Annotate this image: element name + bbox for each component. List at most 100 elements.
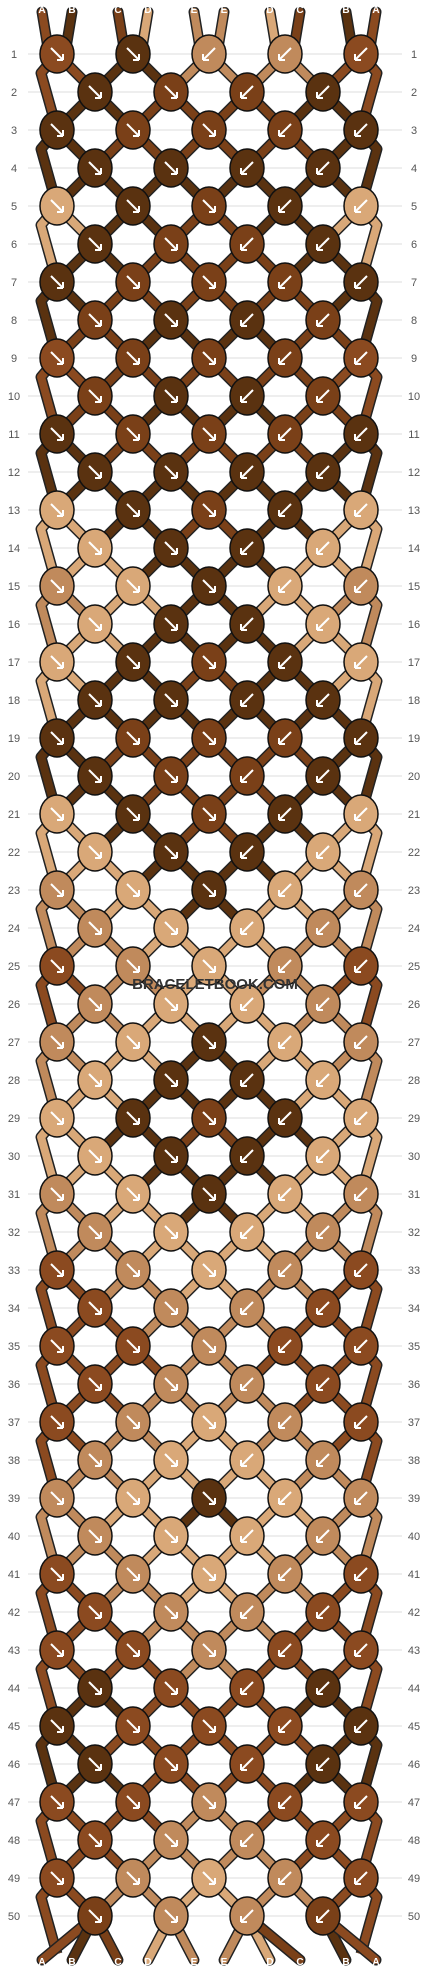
arrow-head xyxy=(171,548,178,555)
row-number-right: 25 xyxy=(408,961,420,973)
knot xyxy=(229,376,265,416)
arrow-head xyxy=(95,320,102,327)
arrow-down-left-icon xyxy=(279,1719,292,1732)
knot xyxy=(153,908,189,948)
knot xyxy=(39,186,75,226)
row-number-left: 22 xyxy=(8,847,20,859)
knot xyxy=(343,1630,379,1670)
row-number-left: 18 xyxy=(8,695,20,707)
arrow-head xyxy=(240,928,247,935)
arrow-head xyxy=(133,1726,140,1733)
row-number-left: 30 xyxy=(8,1151,20,1163)
arrow-head xyxy=(133,206,140,213)
knot xyxy=(343,1250,379,1290)
arrow-down-right-icon xyxy=(164,465,177,478)
arrow-down-right-icon xyxy=(202,275,215,288)
knot xyxy=(305,528,341,568)
arrow-down-right-icon xyxy=(88,465,101,478)
arrow-down-right-icon xyxy=(50,1491,63,1504)
row-number-left: 12 xyxy=(8,467,20,479)
row-number-left: 40 xyxy=(8,1531,20,1543)
knot xyxy=(39,1098,75,1138)
row-number-right: 32 xyxy=(408,1227,420,1239)
knot xyxy=(153,224,189,264)
arrow-head xyxy=(240,1308,247,1315)
knot xyxy=(77,1136,113,1176)
arrow-down-left-icon xyxy=(279,1111,292,1124)
arrow-down-right-icon xyxy=(126,1187,139,1200)
arrow-down-left-icon xyxy=(317,997,330,1010)
row-number-right: 24 xyxy=(408,923,420,935)
arrow-down-right-icon xyxy=(164,1149,177,1162)
arrow-head xyxy=(278,890,285,897)
arrow-head xyxy=(278,434,285,441)
knot xyxy=(39,110,75,150)
knot xyxy=(77,680,113,720)
knot xyxy=(229,528,265,568)
arrow-head xyxy=(316,472,323,479)
knot xyxy=(305,1212,341,1252)
arrow-down-left-icon xyxy=(279,883,292,896)
knot xyxy=(343,338,379,378)
arrow-head xyxy=(209,510,216,517)
arrow-head xyxy=(209,1802,216,1809)
knot xyxy=(77,1516,113,1556)
strand-label: B xyxy=(342,5,349,16)
arrow-head xyxy=(278,282,285,289)
arrow-down-right-icon xyxy=(126,1415,139,1428)
knot xyxy=(153,680,189,720)
row-number-right: 4 xyxy=(411,163,417,175)
arrow-head xyxy=(316,1004,323,1011)
arrow-head xyxy=(133,130,140,137)
knot xyxy=(229,1136,265,1176)
arrow-head xyxy=(209,814,216,821)
row-number-right: 11 xyxy=(408,429,419,441)
arrow-head xyxy=(209,1878,216,1885)
arrow-down-right-icon xyxy=(164,1073,177,1086)
strand-label: A xyxy=(38,5,45,16)
arrow-head xyxy=(316,320,323,327)
knot xyxy=(77,224,113,264)
knot xyxy=(267,1098,303,1138)
strand-label: E xyxy=(221,5,228,16)
arrow-down-right-icon xyxy=(202,1643,215,1656)
arrow-head xyxy=(316,1460,323,1467)
arrow-down-right-icon xyxy=(126,275,139,288)
knot xyxy=(115,642,151,682)
knot xyxy=(305,376,341,416)
arrow-down-left-icon xyxy=(241,1833,254,1846)
arrow-down-right-icon xyxy=(50,123,63,136)
arrow-head xyxy=(354,282,361,289)
row-number-left: 49 xyxy=(8,1873,20,1885)
knot xyxy=(267,262,303,302)
knot xyxy=(343,1554,379,1594)
arrow-down-right-icon xyxy=(164,1377,177,1390)
arrow-down-left-icon xyxy=(241,1681,254,1694)
arrow-down-right-icon xyxy=(50,47,63,60)
arrow-head xyxy=(57,1802,64,1809)
arrow-down-left-icon xyxy=(355,579,368,592)
row-number-right: 16 xyxy=(408,619,420,631)
arrow-head xyxy=(171,1688,178,1695)
arrow-down-right-icon xyxy=(50,199,63,212)
knot xyxy=(229,1516,265,1556)
arrow-down-left-icon xyxy=(317,1681,330,1694)
knot xyxy=(305,1364,341,1404)
arrow-head xyxy=(202,54,209,61)
arrow-head xyxy=(354,1422,361,1429)
strand-label: D xyxy=(266,5,273,16)
knot xyxy=(77,984,113,1024)
arrow-head xyxy=(209,1270,216,1277)
knot xyxy=(153,1516,189,1556)
arrow-down-right-icon xyxy=(88,769,101,782)
arrow-head xyxy=(240,92,247,99)
arrow-head xyxy=(57,662,64,669)
row-number-left: 11 xyxy=(8,429,19,441)
arrow-down-left-icon xyxy=(241,1605,254,1618)
row-number-right: 1 xyxy=(411,49,417,61)
arrow-head xyxy=(316,1916,323,1923)
arrow-down-left-icon xyxy=(241,1377,254,1390)
knot xyxy=(343,642,379,682)
arrow-head xyxy=(278,966,285,973)
knot xyxy=(153,604,189,644)
